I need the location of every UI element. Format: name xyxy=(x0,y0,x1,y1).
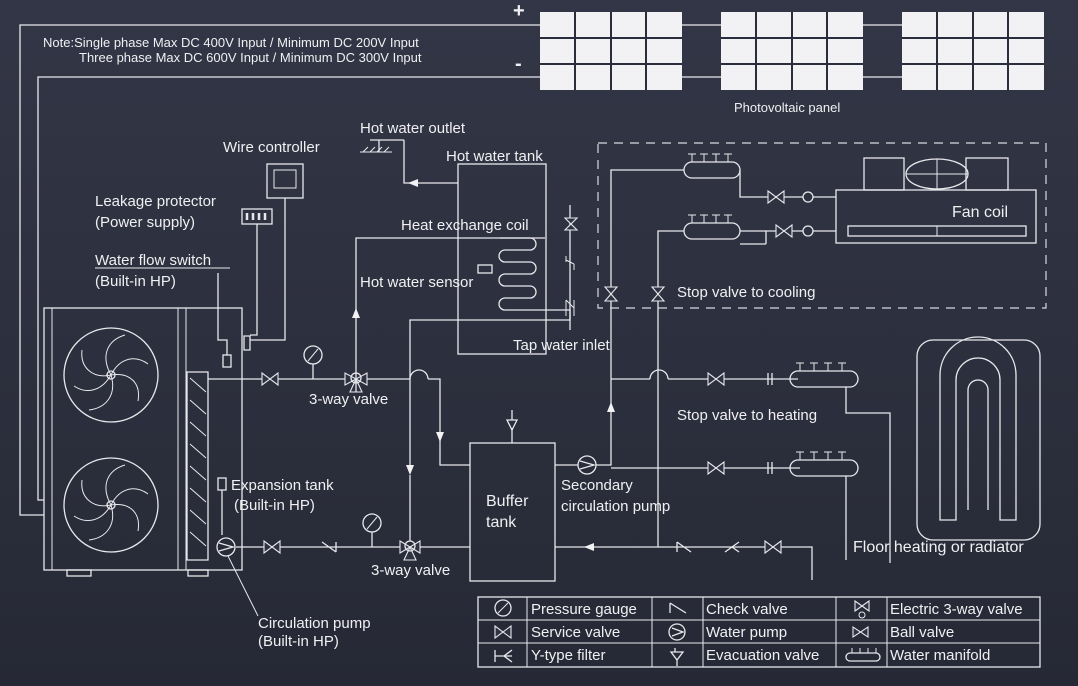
legend-check-valve: Check valve xyxy=(706,601,788,618)
stop-valve-heating-label: Stop valve to heating xyxy=(677,407,817,424)
wire-controller-label: Wire controller xyxy=(223,139,320,156)
note-line-1: Note:Single phase Max DC 400V Input / Mi… xyxy=(43,35,419,50)
ball-valve-return-icon xyxy=(764,539,782,555)
wire-controller xyxy=(243,163,304,351)
water-flow-switch xyxy=(217,273,232,368)
stop-valve-cooling-label: Stop valve to cooling xyxy=(677,284,815,301)
floor-heating-coil xyxy=(916,336,1041,541)
fan-top-icon xyxy=(63,327,159,423)
expansion-tank xyxy=(217,477,227,535)
pv-label: Photovoltaic panel xyxy=(734,100,840,115)
legend-service-valve-icon xyxy=(494,624,512,640)
buffer-tank-sub: tank xyxy=(486,514,517,531)
pv-minus: - xyxy=(515,53,522,75)
pv-panel-2 xyxy=(721,12,863,90)
check-valve-bottom-icon xyxy=(321,541,337,553)
legend-water-pump-icon xyxy=(668,623,686,641)
pv-wire-minus xyxy=(37,76,540,501)
hot-water-outlet-label: Hot water outlet xyxy=(360,120,466,137)
three-way-valve-top-label: 3-way valve xyxy=(309,391,388,408)
heating-manifold-bottom xyxy=(789,451,859,477)
pv-plus: + xyxy=(513,0,525,22)
legend-y-type-filter: Y-type filter xyxy=(531,647,605,664)
circulation-pump-label: Circulation pump xyxy=(258,615,371,632)
three-way-valve-bottom-icon xyxy=(399,540,421,561)
buffer-tank-label: Buffer xyxy=(486,493,529,510)
circulation-pump-icon xyxy=(216,537,236,557)
stop-valve-heating-top-icon xyxy=(707,371,725,387)
legend-ball-valve: Ball valve xyxy=(890,624,954,641)
hot-water-tank-label: Hot water tank xyxy=(446,148,543,165)
cooling-zone-border xyxy=(597,142,1047,309)
heat-pump-unit xyxy=(43,307,243,577)
fan-bottom-icon xyxy=(63,457,159,553)
hot-water-outlet xyxy=(360,139,458,187)
leakage-protector-sub: (Power supply) xyxy=(95,214,195,231)
cooling-manifold-bottom xyxy=(683,214,741,240)
stop-valve-heating-bottom-icon xyxy=(707,460,725,476)
hot-water-sensor-label: Hot water sensor xyxy=(360,274,473,291)
floor-heating-label: Floor heating or radiator xyxy=(853,539,1024,556)
circulation-pump-sub: (Built-in HP) xyxy=(258,633,339,650)
tap-water-inlet xyxy=(563,205,579,330)
pressure-gauge-top-icon xyxy=(303,345,323,379)
stop-valve-cooling-left-icon xyxy=(603,286,619,302)
legend-water-manifold: Water manifold xyxy=(890,647,990,664)
fan-coil-label: Fan coil xyxy=(952,204,1008,221)
check-valve-return-icon xyxy=(676,541,692,553)
expansion-tank-label: Expansion tank xyxy=(231,477,334,494)
legend-check-valve-icon xyxy=(669,602,687,614)
water-flow-switch-label: Water flow switch xyxy=(95,252,211,269)
heat-exchange-coil-label: Heat exchange coil xyxy=(401,217,529,234)
expansion-tank-sub: (Built-in HP) xyxy=(234,497,315,514)
service-valve-top-icon xyxy=(261,371,279,387)
water-flow-switch-sub: (Built-in HP) xyxy=(95,273,176,290)
three-way-valve-bottom-label: 3-way valve xyxy=(371,562,450,579)
service-valve-bottom-icon xyxy=(263,539,281,555)
legend-evacuation-valve: Evacuation valve xyxy=(706,647,819,664)
leakage-protector xyxy=(241,208,273,336)
legend-y-type-filter-icon xyxy=(494,649,513,663)
cooling-manifold-top xyxy=(683,153,741,179)
pv-panel-3 xyxy=(902,12,1044,90)
secondary-pump-icon xyxy=(577,455,597,475)
legend-water-manifold-icon xyxy=(845,648,881,662)
stop-valve-cooling-right-icon xyxy=(650,286,666,302)
legend-water-pump: Water pump xyxy=(706,624,787,641)
leakage-protector-label: Leakage protector xyxy=(95,193,216,210)
secondary-pump-label: Secondary xyxy=(561,477,633,494)
legend-evacuation-valve-icon xyxy=(669,648,685,666)
fan-coil xyxy=(835,157,1037,244)
buffer-tank xyxy=(469,410,556,582)
hot-water-tank xyxy=(457,163,547,355)
photovoltaic-panels xyxy=(540,12,1044,90)
heating-manifold-top xyxy=(789,362,859,388)
pv-wire-plus xyxy=(19,24,540,516)
y-filter-return-icon xyxy=(724,541,740,553)
legend-ball-valve-icon xyxy=(852,625,869,639)
legend-table: Pressure gauge Check valve Electric 3-wa… xyxy=(477,596,1041,668)
legend-pressure-gauge: Pressure gauge xyxy=(531,601,637,618)
note-line-2: Three phase Max DC 600V Input / Minimum … xyxy=(79,50,422,65)
tap-water-inlet-label: Tap water inlet xyxy=(513,337,611,354)
secondary-pump-sub: circulation pump xyxy=(561,498,670,515)
legend-electric-3-way-valve: Electric 3-way valve xyxy=(890,601,1023,618)
legend-service-valve: Service valve xyxy=(531,624,620,641)
pressure-gauge-bottom-icon xyxy=(362,513,382,547)
pv-panel-1 xyxy=(540,12,682,90)
legend-electric-3-way-valve-icon xyxy=(854,599,870,619)
legend-pressure-gauge-icon xyxy=(494,599,512,617)
